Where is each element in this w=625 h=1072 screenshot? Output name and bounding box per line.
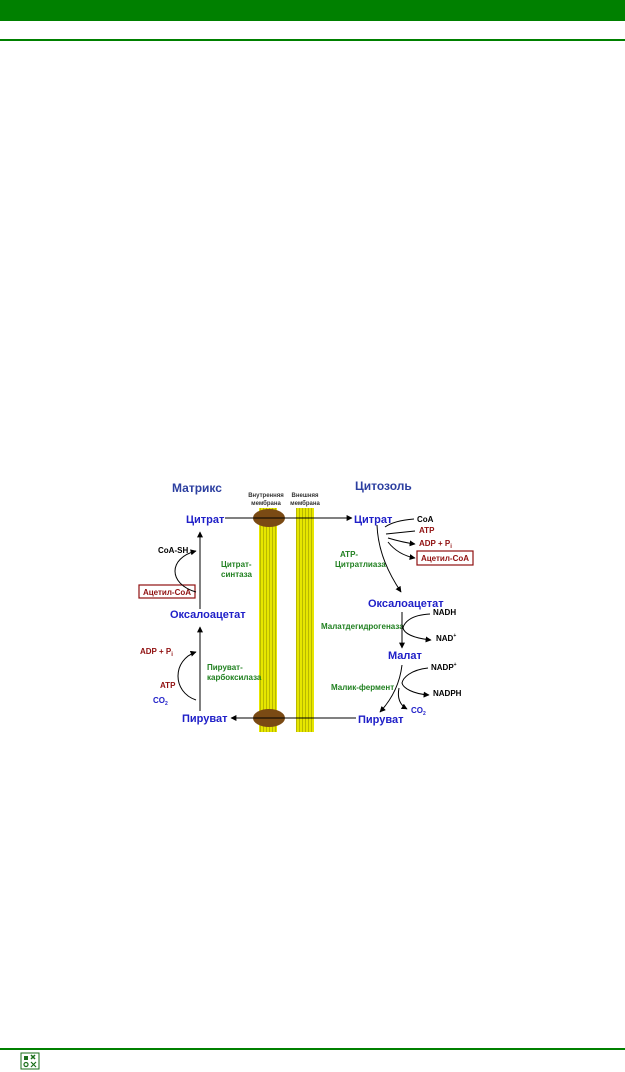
matrix-citrate: Цитрат bbox=[186, 514, 225, 526]
cytosol-label: Цитозоль bbox=[355, 479, 412, 493]
citrate-synthase-label-2: синтаза bbox=[221, 570, 253, 579]
coa-input-curve bbox=[384, 518, 415, 528]
malic-enzyme-arrow bbox=[379, 664, 403, 713]
matrix-pyruvate: Пируват bbox=[182, 713, 228, 725]
atp-input-curve bbox=[177, 650, 197, 701]
cytosol-citrate: Цитрат bbox=[354, 514, 393, 526]
atp-citrate-lyase-label-2: Цитратлиаза bbox=[335, 560, 386, 569]
cytosol-nadph: NADPH bbox=[433, 689, 462, 698]
cytosol-acetyl-coa: Ацетил-CoA bbox=[421, 554, 469, 563]
footer-rule bbox=[0, 1048, 625, 1050]
outer-membrane bbox=[296, 508, 314, 732]
cytosol-oxaloacetate: Оксалоацетат bbox=[368, 598, 444, 610]
matrix-adp-pi: ADP + Pi bbox=[140, 647, 173, 658]
matrix-co2: CO2 bbox=[153, 696, 168, 707]
cytosol-malate: Малат bbox=[388, 650, 423, 662]
nadh-nad-curve bbox=[402, 613, 432, 643]
citrate-synthase-label-1: Цитрат- bbox=[221, 560, 252, 569]
matrix-label: Матрикс bbox=[172, 481, 222, 495]
header-rule bbox=[0, 39, 625, 41]
atp-input-line bbox=[385, 530, 416, 535]
book-logo-icon bbox=[20, 1052, 40, 1070]
adp-output-curve bbox=[387, 537, 416, 547]
pyruvate-carboxylase-label-2: карбоксилаза bbox=[207, 673, 262, 682]
acetyl-coa-output-curve bbox=[387, 541, 416, 560]
pyruvate-carboxylase-label-1: Пируват- bbox=[207, 663, 243, 672]
cytosol-coa: CoA bbox=[417, 515, 434, 524]
acetyl-coa-input-curve bbox=[174, 549, 197, 593]
cytosol-atp: ATP bbox=[419, 526, 435, 535]
outer-membrane-label-2: мембрана bbox=[290, 500, 320, 507]
inner-membrane-label-1: Внутренняя bbox=[248, 493, 284, 499]
cytosol-pyruvate: Пируват bbox=[358, 714, 404, 726]
outer-membrane-label-1: Внешняя bbox=[292, 493, 319, 499]
matrix-atp: ATP bbox=[160, 681, 176, 690]
co2-output-curve bbox=[397, 687, 408, 710]
matrix-oxaloacetate: Оксалоацетат bbox=[170, 609, 246, 621]
cytosol-adp-pi: ADP + Pi bbox=[419, 539, 452, 550]
atp-citrate-lyase-arrow bbox=[376, 524, 402, 593]
matrix-coa-sh: CoA-SH bbox=[158, 546, 188, 555]
header-bar bbox=[0, 0, 625, 21]
cytosol-nadh: NADH bbox=[433, 608, 456, 617]
inner-membrane bbox=[259, 508, 277, 732]
malic-enzyme-label: Малик-фермент bbox=[331, 683, 394, 692]
cytosol-co2: CO2 bbox=[411, 706, 426, 717]
cytosol-nadp: NADP+ bbox=[431, 662, 457, 672]
inner-membrane-label-2: мембрана bbox=[251, 500, 281, 507]
matrix-acetyl-coa: Ацетил-CoA bbox=[143, 588, 191, 597]
nadp-nadph-curve bbox=[401, 667, 430, 698]
atp-citrate-lyase-label-1: ATP- bbox=[340, 550, 358, 559]
cytosol-nad: NAD+ bbox=[436, 633, 456, 643]
malate-dehydrogenase-label: Малатдегидрогеназа bbox=[321, 622, 404, 631]
cytosol-acetyl-coa-box bbox=[416, 550, 474, 566]
